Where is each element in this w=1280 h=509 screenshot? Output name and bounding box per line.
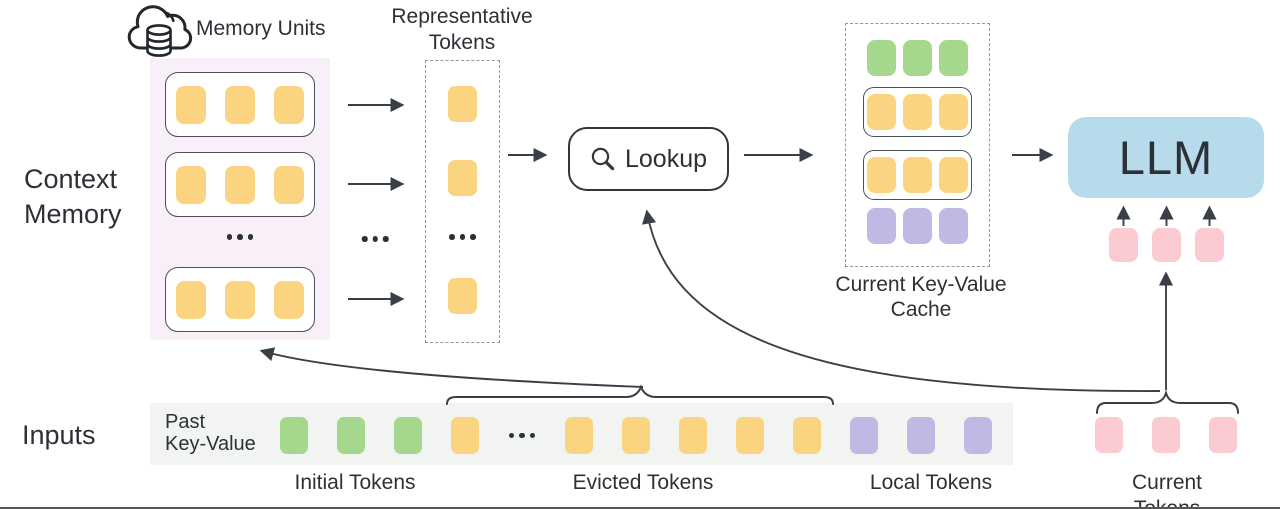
pink-token — [1195, 228, 1224, 262]
past-kv-tokens — [280, 417, 992, 454]
yellow-token — [679, 417, 707, 454]
yellow-token — [225, 165, 255, 204]
inputs-label: Inputs — [22, 420, 96, 450]
representative-tokens-box — [425, 60, 500, 343]
yellow-token — [448, 86, 477, 122]
yellow-token — [176, 165, 206, 204]
llm-label: LLM — [1118, 131, 1214, 184]
cache-row-memory-unit — [863, 150, 972, 200]
initial-tokens-label: Initial Tokens — [294, 471, 416, 494]
current-tokens-label: Current Tokens — [1131, 471, 1203, 509]
memory-unit — [165, 152, 315, 217]
green-token — [394, 417, 422, 454]
lookup-button: Lookup — [568, 127, 729, 191]
context-memory-label: Context Memory — [24, 164, 122, 229]
memory-unit — [165, 72, 315, 137]
purple-token — [850, 417, 878, 454]
past-key-value-label: Past Key-Value — [165, 411, 256, 455]
yellow-token — [867, 94, 896, 130]
green-token — [867, 40, 896, 76]
llm-box: LLM — [1068, 117, 1264, 198]
yellow-token — [176, 280, 206, 319]
yellow-token — [274, 165, 304, 204]
figure-bottom-border — [0, 507, 1280, 509]
pink-token — [1209, 417, 1237, 453]
purple-token — [867, 208, 896, 244]
cache-row-initial — [846, 40, 989, 76]
local-tokens-label: Local Tokens — [869, 471, 993, 494]
current-kv-cache-label: Current Key-Value Cache — [835, 273, 1007, 321]
ellipsis — [150, 234, 330, 240]
current-tokens-group — [1095, 417, 1237, 453]
yellow-token — [867, 157, 896, 193]
yellow-token — [225, 85, 255, 124]
memory-units-icon — [127, 5, 193, 57]
memory-units-label: Memory Units — [196, 17, 326, 40]
green-token — [903, 40, 932, 76]
current-kv-cache-box — [845, 23, 990, 267]
lookup-label: Lookup — [624, 144, 708, 173]
context-memory-panel — [150, 58, 330, 340]
yellow-token — [176, 85, 206, 124]
yellow-token — [274, 85, 304, 124]
ellipsis — [449, 234, 476, 240]
yellow-token — [448, 160, 477, 197]
yellow-token — [622, 417, 650, 454]
memory-unit — [165, 267, 315, 332]
cache-row-memory-unit — [863, 87, 972, 137]
yellow-token — [939, 157, 968, 193]
past-kv-strip: Past Key-Value — [150, 403, 1013, 465]
purple-token — [907, 417, 935, 454]
green-token — [939, 40, 968, 76]
current-tokens-brace — [1096, 389, 1239, 414]
pink-token — [1152, 417, 1180, 453]
yellow-token — [939, 94, 968, 130]
cache-row-local — [846, 208, 989, 244]
yellow-token — [565, 417, 593, 454]
pink-token — [1109, 228, 1138, 262]
evicted-tokens-brace — [446, 384, 834, 405]
yellow-token — [736, 417, 764, 454]
yellow-token — [225, 280, 255, 319]
representative-tokens-label: Representative Tokens — [391, 5, 533, 54]
llm-input-tokens — [1109, 228, 1224, 262]
purple-token — [903, 208, 932, 244]
purple-token — [939, 208, 968, 244]
yellow-token — [903, 94, 932, 130]
pink-token — [1095, 417, 1123, 453]
yellow-token — [903, 157, 932, 193]
curve-evicted-to-memory — [259, 347, 644, 388]
evicted-tokens-label: Evicted Tokens — [572, 471, 714, 494]
purple-token — [964, 417, 992, 454]
ellipsis — [508, 432, 536, 439]
yellow-token — [448, 277, 477, 314]
yellow-token — [793, 417, 821, 454]
green-token — [280, 417, 308, 454]
yellow-token — [451, 417, 479, 454]
search-icon — [591, 147, 615, 171]
ellipsis — [361, 236, 389, 242]
green-token — [337, 417, 365, 454]
pink-token — [1152, 228, 1181, 262]
yellow-token — [274, 280, 304, 319]
